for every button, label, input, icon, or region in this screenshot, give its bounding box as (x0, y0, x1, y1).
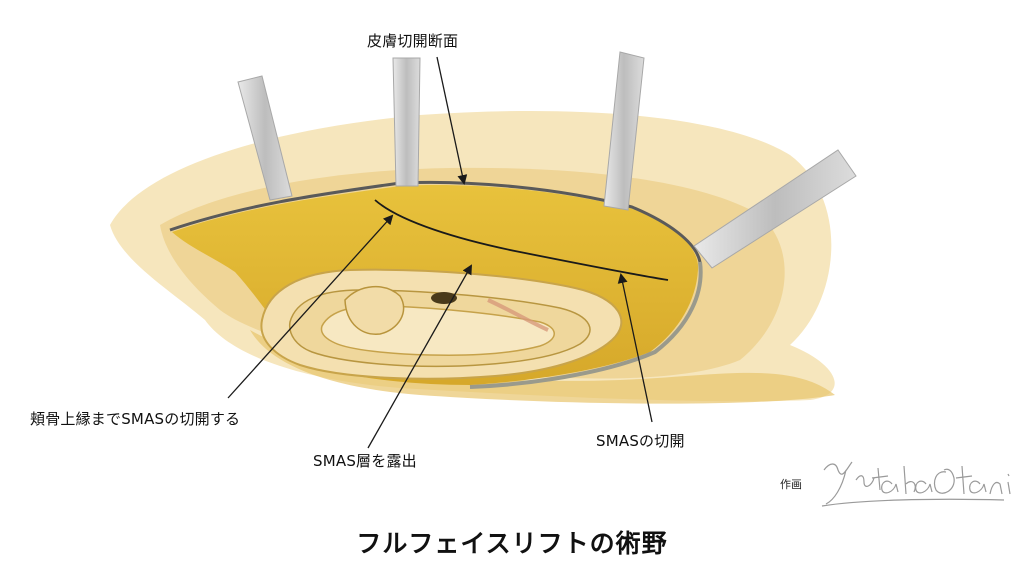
skin-lower-shade (250, 330, 835, 404)
skin-incision-edge (169, 180, 702, 263)
pointer-smas-incision (617, 273, 653, 423)
retractor-3 (603, 51, 645, 211)
label-skin-incision: 皮膚切開断面 (367, 32, 459, 50)
smas-incision-line (374, 199, 669, 281)
label-smas-incision: SMASの切開 (596, 432, 685, 450)
pointer-smas-exposed (367, 264, 472, 449)
label-smas-exposed: SMAS層を露出 (313, 452, 417, 470)
retractor-1 (237, 75, 293, 201)
credit-label: 作画 (780, 478, 802, 491)
label-incision-to-zygoma: 頬骨上縁までSMASの切開する (30, 410, 241, 428)
pointer-incision-to-zygoma (227, 214, 394, 399)
pointer-skin-incision (436, 56, 468, 185)
smas-rim-gray (469, 261, 703, 389)
retractors (237, 51, 857, 269)
artist-signature (821, 461, 1011, 507)
ear (260, 268, 623, 380)
retractor-2 (392, 57, 421, 187)
page-title: フルフェイスリフトの術野 (356, 529, 668, 558)
retractor-4 (693, 149, 857, 269)
